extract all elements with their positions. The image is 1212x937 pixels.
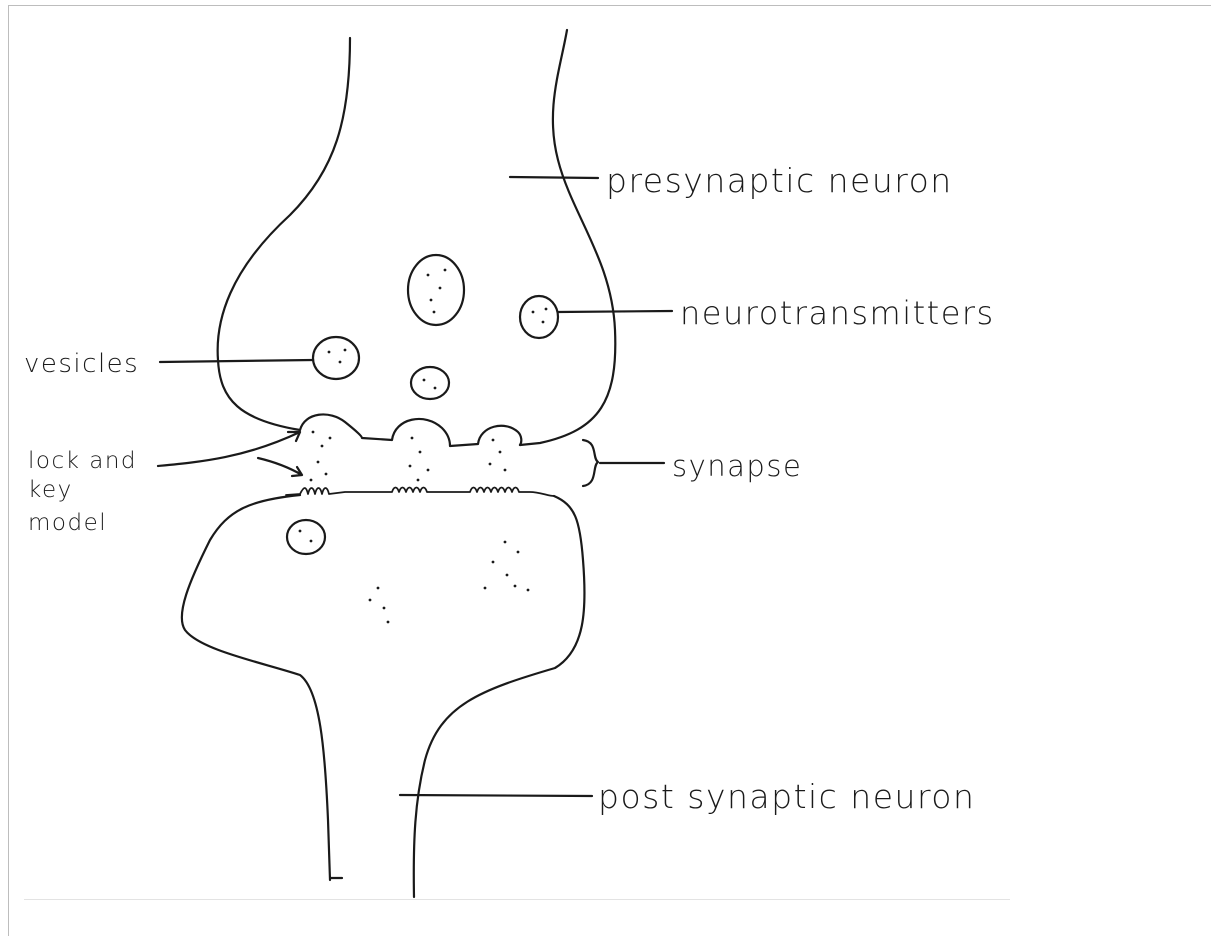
label-neurotransmitters: neurotransmitters bbox=[680, 294, 995, 332]
label-lock-line3: model bbox=[28, 510, 107, 536]
presynaptic-neuron-left-membrane bbox=[218, 38, 350, 430]
vesicles-leader bbox=[160, 360, 313, 362]
postsynaptic-neuron-right-membrane bbox=[414, 496, 585, 897]
vesicle-right bbox=[520, 296, 558, 338]
label-presynaptic: presynaptic neuron bbox=[606, 161, 953, 200]
label-vesicles: vesicles bbox=[24, 349, 139, 379]
lock-key-leader-2 bbox=[258, 458, 302, 476]
vesicle-postsynaptic bbox=[287, 520, 325, 554]
label-lock-line2: key bbox=[28, 477, 73, 503]
lock-key-leader bbox=[158, 432, 300, 466]
label-postsynaptic: post synaptic neuron bbox=[598, 777, 975, 816]
terminal-bumps bbox=[300, 414, 521, 446]
label-lock-line1: lock and bbox=[28, 448, 137, 474]
receptor-sites bbox=[286, 488, 554, 497]
label-synapse: synapse bbox=[672, 449, 802, 483]
vesicle-left bbox=[313, 337, 359, 379]
vesicle-small bbox=[411, 367, 449, 399]
vesicle-top bbox=[408, 255, 464, 325]
presynaptic-neuron-right-membrane bbox=[520, 30, 615, 445]
postsynaptic-leader bbox=[400, 795, 592, 796]
synapse-brace bbox=[583, 440, 598, 486]
presynaptic-leader bbox=[510, 177, 598, 178]
neurotransmitters-leader bbox=[558, 311, 672, 312]
postsynaptic-neuron-left-membrane bbox=[182, 495, 342, 880]
